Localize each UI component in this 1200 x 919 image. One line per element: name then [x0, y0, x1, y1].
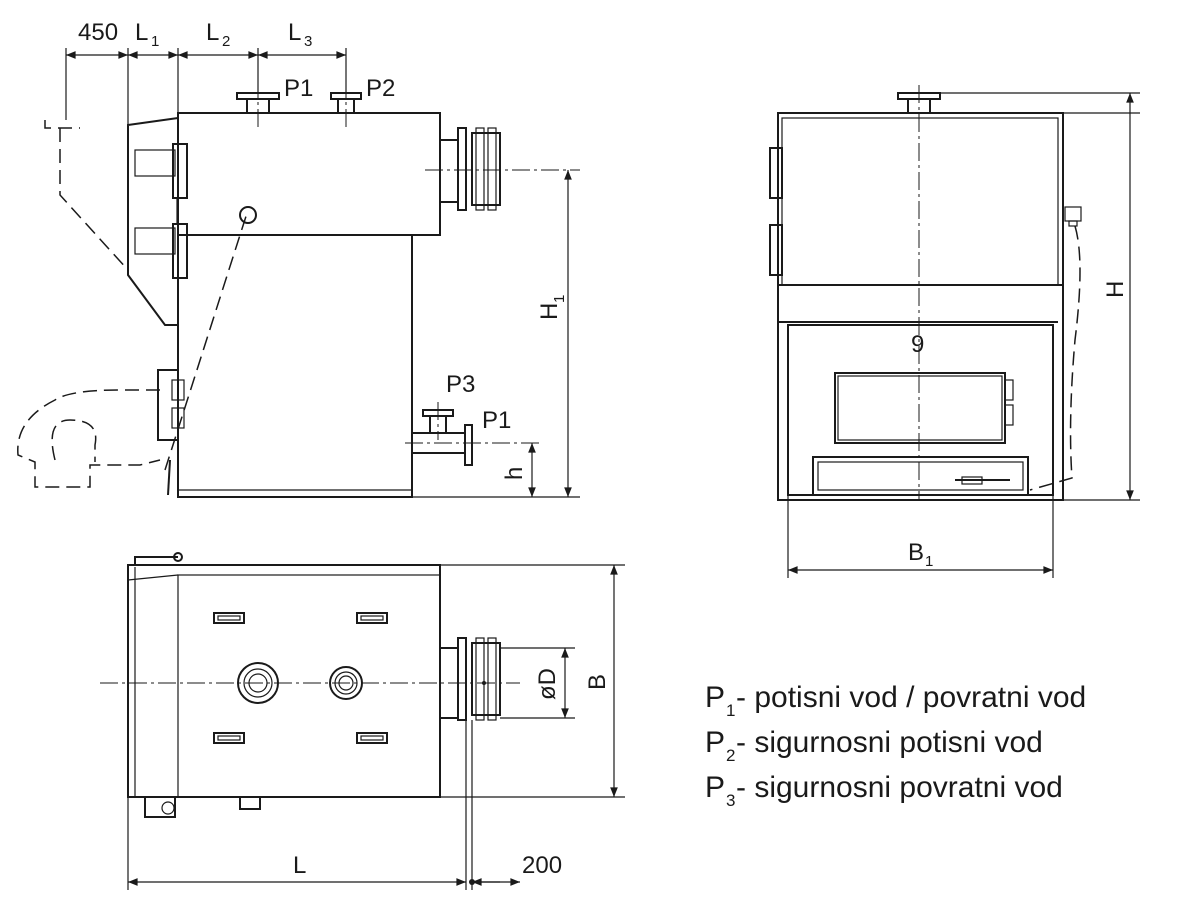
legend: P 1 - potisni vod / povratni vod P 2 - s…	[705, 681, 1086, 810]
dim-200: 200	[522, 852, 562, 879]
dim-h: h	[501, 467, 528, 480]
dim-L1-sub: 1	[151, 33, 159, 50]
dim-B: B	[584, 674, 611, 690]
label-P1-low: P1	[482, 407, 511, 434]
side-view	[17, 80, 580, 498]
dim-L: L	[293, 852, 306, 879]
dim-450: 450	[78, 19, 118, 46]
dim-H1-sub: 1	[551, 295, 568, 303]
dim-L3-sub: 3	[304, 33, 312, 50]
dim-phiD: øD	[534, 668, 561, 700]
label-P3: P3	[446, 371, 475, 398]
front-ash-door	[812, 456, 1029, 496]
top-view-body	[127, 564, 441, 798]
dim-H1: H	[536, 303, 563, 320]
legend-p1-text: - potisni vod / povratni vod	[736, 681, 1086, 714]
dim-H: H	[1102, 281, 1129, 298]
side-upper-body	[177, 112, 441, 236]
legend-p2-sub: 2	[726, 746, 735, 765]
legend-p3-letter: P	[705, 771, 725, 804]
dim-L3: L	[288, 19, 301, 46]
hinge-upper	[134, 149, 176, 177]
legend-p1-letter: P	[705, 681, 725, 714]
legend-item-p2: P 2 - sigurnosni potisni vod	[705, 726, 1043, 765]
front-inspection-door	[834, 372, 1006, 444]
side-lower-body	[177, 234, 413, 498]
burner-outline	[17, 389, 161, 488]
legend-p3-sub: 3	[726, 791, 735, 810]
dim-L1: L	[135, 19, 148, 46]
burner-mount	[157, 369, 179, 441]
legend-p1-sub: 1	[726, 701, 735, 720]
slot-2	[356, 612, 388, 624]
legend-item-p3: P 3 - sigurnosni povratni vod	[705, 771, 1063, 810]
legend-item-p1: P 1 - potisni vod / povratni vod	[705, 681, 1086, 720]
slot-4	[356, 732, 388, 744]
top-view: B øD L 200	[100, 552, 625, 890]
hinge-lower	[134, 227, 176, 255]
height-dimensions-side: H 1 h	[412, 170, 580, 498]
front-view: 9 H B 1	[769, 85, 1140, 578]
dim-B1: B	[908, 539, 924, 566]
top-dimension-chain: 450 L 1 L 2 L 3 P1 P2 P3 P1	[65, 19, 511, 434]
slot-3	[213, 732, 245, 744]
front-outer-body	[777, 112, 1064, 501]
slot-1	[213, 612, 245, 624]
side-door-panel	[127, 117, 179, 326]
flue-outlet	[439, 139, 459, 203]
dim-L2: L	[206, 19, 219, 46]
dim-L2-sub: 2	[222, 33, 230, 50]
dim-B1-sub: 1	[925, 553, 933, 570]
front-handle-symbol: 9	[911, 331, 924, 358]
peephole	[239, 206, 257, 224]
label-P2-top: P2	[366, 75, 395, 102]
legend-p2-text: - sigurnosni potisni vod	[736, 726, 1043, 759]
legend-p2-letter: P	[705, 726, 725, 759]
label-P1-top: P1	[284, 75, 313, 102]
legend-p3-text: - sigurnosni povratni vod	[736, 771, 1063, 804]
